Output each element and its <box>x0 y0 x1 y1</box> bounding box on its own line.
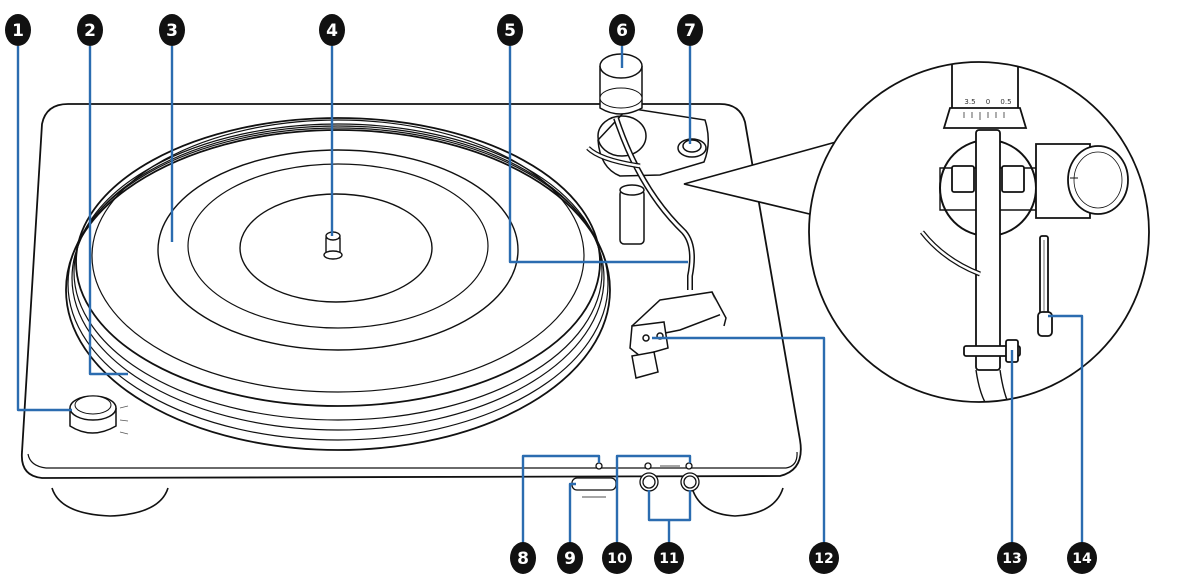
scale-center-label: 0 <box>986 98 990 106</box>
svg-text:14: 14 <box>1072 551 1092 567</box>
callout-1: 1 <box>5 14 31 46</box>
svg-text:3: 3 <box>166 21 178 41</box>
leader-14 <box>1048 314 1084 548</box>
svg-text:2: 2 <box>84 21 96 41</box>
callout-10: 10 <box>602 542 632 574</box>
svg-text:1: 1 <box>12 21 24 41</box>
svg-text:7: 7 <box>684 21 696 41</box>
callout-14: 14 <box>1067 542 1097 574</box>
leader-5 <box>508 46 688 264</box>
speed-marks <box>119 405 129 435</box>
front-controls <box>571 462 700 498</box>
feet <box>51 487 784 517</box>
callout-13: 13 <box>997 542 1027 574</box>
counterweight-scale <box>963 112 1005 120</box>
zoom-detail: 3.5 0 0.5 <box>808 61 1150 403</box>
scale-left-label: 3.5 <box>964 98 975 106</box>
leader-12 <box>652 336 826 548</box>
callout-2: 2 <box>77 14 103 46</box>
leader-lines <box>16 46 1084 556</box>
platter <box>65 117 611 451</box>
callout-11: 11 <box>654 542 684 574</box>
svg-text:4: 4 <box>326 21 338 41</box>
leader-1 <box>16 46 72 412</box>
svg-text:9: 9 <box>564 549 576 569</box>
svg-text:12: 12 <box>814 551 833 567</box>
callout-9: 9 <box>557 542 583 574</box>
leader-10 <box>615 454 692 556</box>
leader-9 <box>568 482 576 556</box>
svg-text:6: 6 <box>616 21 628 41</box>
callout-12: 12 <box>809 542 839 574</box>
svg-text:13: 13 <box>1002 551 1021 567</box>
leader-11 <box>647 490 692 522</box>
svg-text:11: 11 <box>659 551 678 567</box>
tonearm-assembly <box>586 53 727 379</box>
leader-8 <box>521 454 601 556</box>
callout-5: 5 <box>497 14 523 46</box>
svg-text:10: 10 <box>607 551 627 567</box>
callout-6: 6 <box>609 14 635 46</box>
callout-3: 3 <box>159 14 185 46</box>
callout-7: 7 <box>677 14 703 46</box>
callout-4: 4 <box>319 14 345 46</box>
svg-text:8: 8 <box>517 549 529 569</box>
callout-8: 8 <box>510 542 536 574</box>
speed-selector-knob[interactable] <box>69 395 117 434</box>
leader-2 <box>88 46 128 376</box>
spindle <box>323 231 343 260</box>
svg-text:5: 5 <box>504 21 516 41</box>
scale-right-label: 0.5 <box>1000 98 1011 106</box>
